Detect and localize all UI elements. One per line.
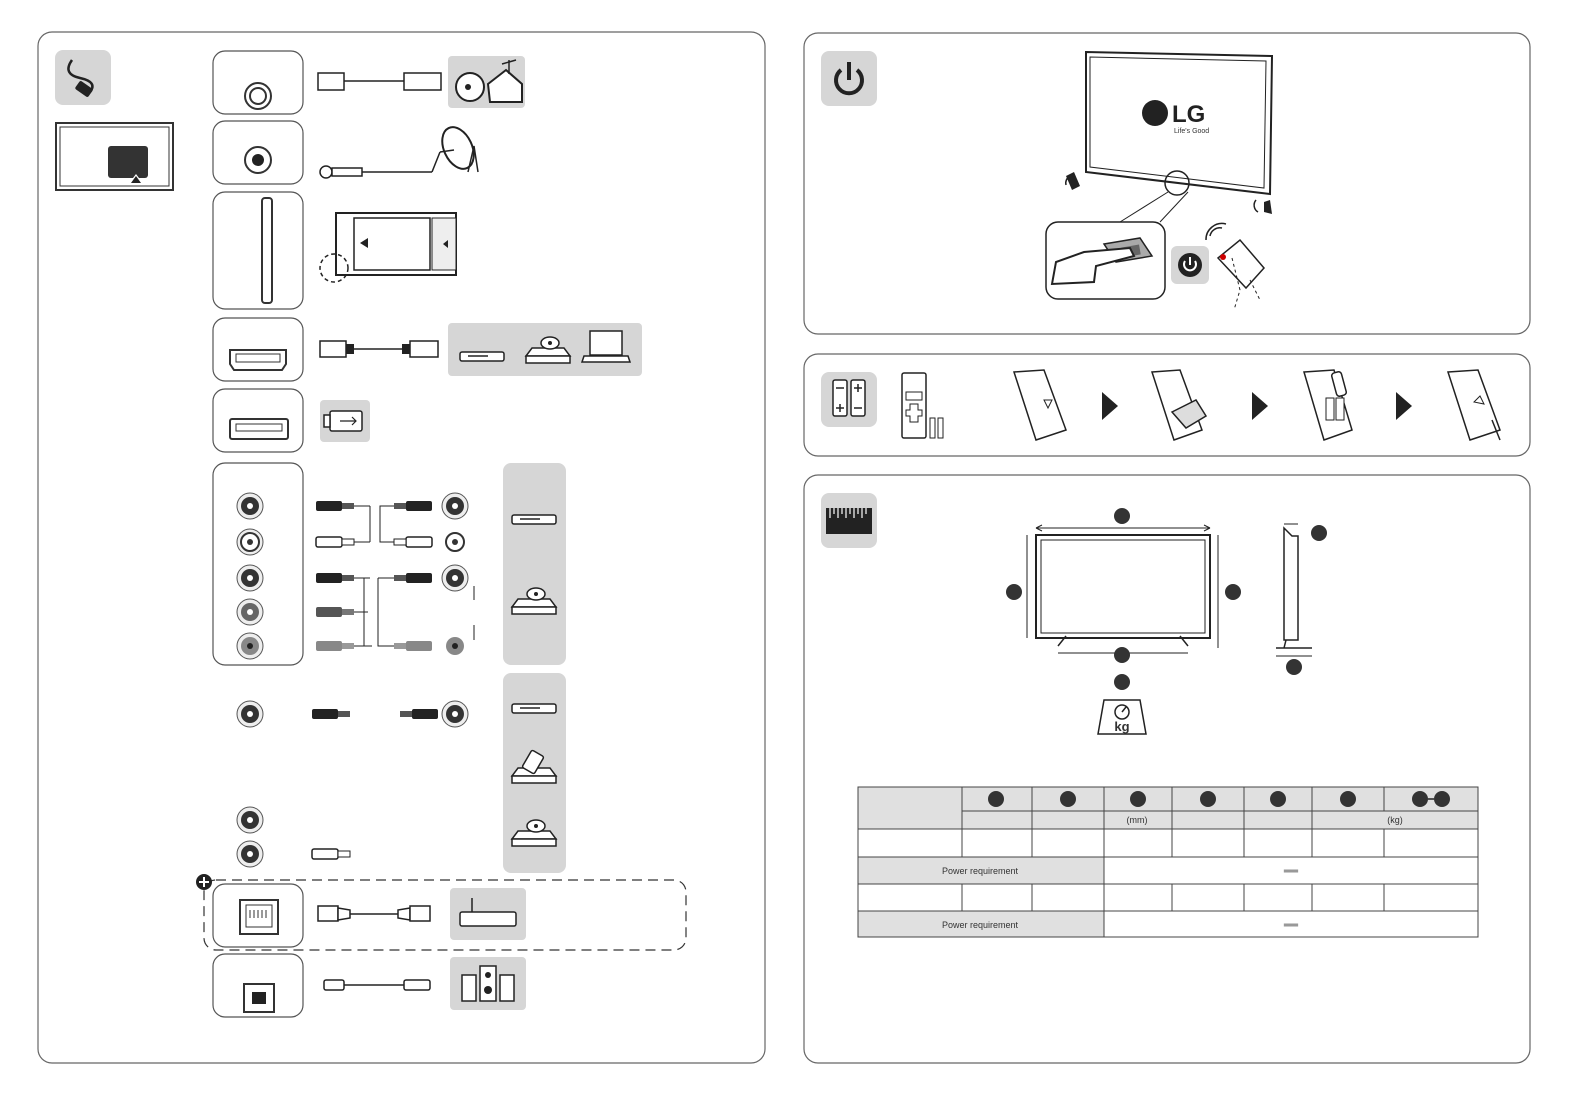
set-top-box-icon <box>511 514 557 525</box>
battery-icon <box>821 372 877 427</box>
lan-section <box>196 874 687 951</box>
ci-module-icon <box>319 212 457 283</box>
component-cables <box>315 492 475 655</box>
unit-mm-label: (mm) <box>1127 815 1148 825</box>
ruler-icon <box>821 493 877 548</box>
router-icon <box>450 888 526 940</box>
hdmi-cable <box>319 340 439 358</box>
plus-icon <box>196 874 212 890</box>
sound-off-icon <box>1253 199 1272 214</box>
step-arrow-icon <box>1252 392 1268 420</box>
optical-cable <box>323 979 431 991</box>
usb-drive-icon <box>320 400 370 442</box>
power-button-press-illustration <box>1045 221 1166 300</box>
lg-tagline: Life's Good <box>1174 128 1209 135</box>
weight-icon: kg <box>1097 674 1147 735</box>
tv-back-icon <box>55 122 174 191</box>
hdmi-devices <box>448 323 642 376</box>
av-in-port <box>236 700 469 868</box>
set-top-box-icon <box>511 703 557 714</box>
power-dc-symbol: ══ <box>1283 866 1299 877</box>
remote-with-batteries-icon <box>901 372 944 439</box>
battery-step-2 <box>1150 369 1208 441</box>
remote-power-illustration <box>1171 222 1265 311</box>
component-av-port <box>236 492 264 660</box>
lg-logo-text: LG <box>1172 101 1205 128</box>
unit-kg-label: (kg) <box>1387 815 1403 825</box>
weight-label: kg <box>1114 719 1129 734</box>
antenna-house-icon <box>448 56 525 108</box>
satellite-cable <box>319 165 432 179</box>
laptop-icon <box>580 330 632 363</box>
antenna-port <box>244 82 272 110</box>
hdmi-port <box>229 349 287 371</box>
lg-logo: LG Life's Good <box>1142 100 1209 135</box>
optical-port <box>243 983 275 1013</box>
power-requirement-label: Power requirement <box>942 866 1019 876</box>
set-top-box-icon <box>459 351 505 362</box>
power-panel: LG Life's Good <box>803 32 1531 335</box>
lan-cable <box>317 905 431 922</box>
step-arrow-icon <box>1102 392 1118 420</box>
step-arrow-icon <box>1396 392 1412 420</box>
battery-step-3 <box>1303 369 1353 441</box>
sound-off-icon <box>1065 172 1080 190</box>
power-icon <box>821 51 877 106</box>
tv-front-dimensions <box>1006 508 1241 663</box>
component-devices <box>503 463 566 665</box>
usb-port <box>229 418 289 440</box>
satellite-port <box>244 146 272 174</box>
ci-slot <box>261 197 273 304</box>
connections-panel <box>37 31 766 1064</box>
power-dc-symbol: ══ <box>1283 920 1299 931</box>
antenna-cable <box>317 72 442 91</box>
speaker-system-icon <box>450 957 526 1010</box>
cable-icon <box>55 50 111 105</box>
battery-panel <box>803 353 1531 457</box>
lan-port <box>239 899 279 935</box>
spec-panel: kg (mm) (kg) Power requirement ══ <box>803 474 1531 1064</box>
power-requirement-label: Power requirement <box>942 920 1019 930</box>
av-devices <box>503 673 566 873</box>
game-console-icon <box>510 749 558 784</box>
satellite-dish-icon <box>431 126 479 173</box>
spec-table: (mm) (kg) Power requirement ══ Power req… <box>857 786 1479 938</box>
tv-side-dimensions <box>1276 523 1327 675</box>
tv-front-illustration: LG Life's Good <box>1065 50 1274 223</box>
battery-step-1 <box>1012 369 1067 441</box>
battery-step-4 <box>1446 369 1501 441</box>
